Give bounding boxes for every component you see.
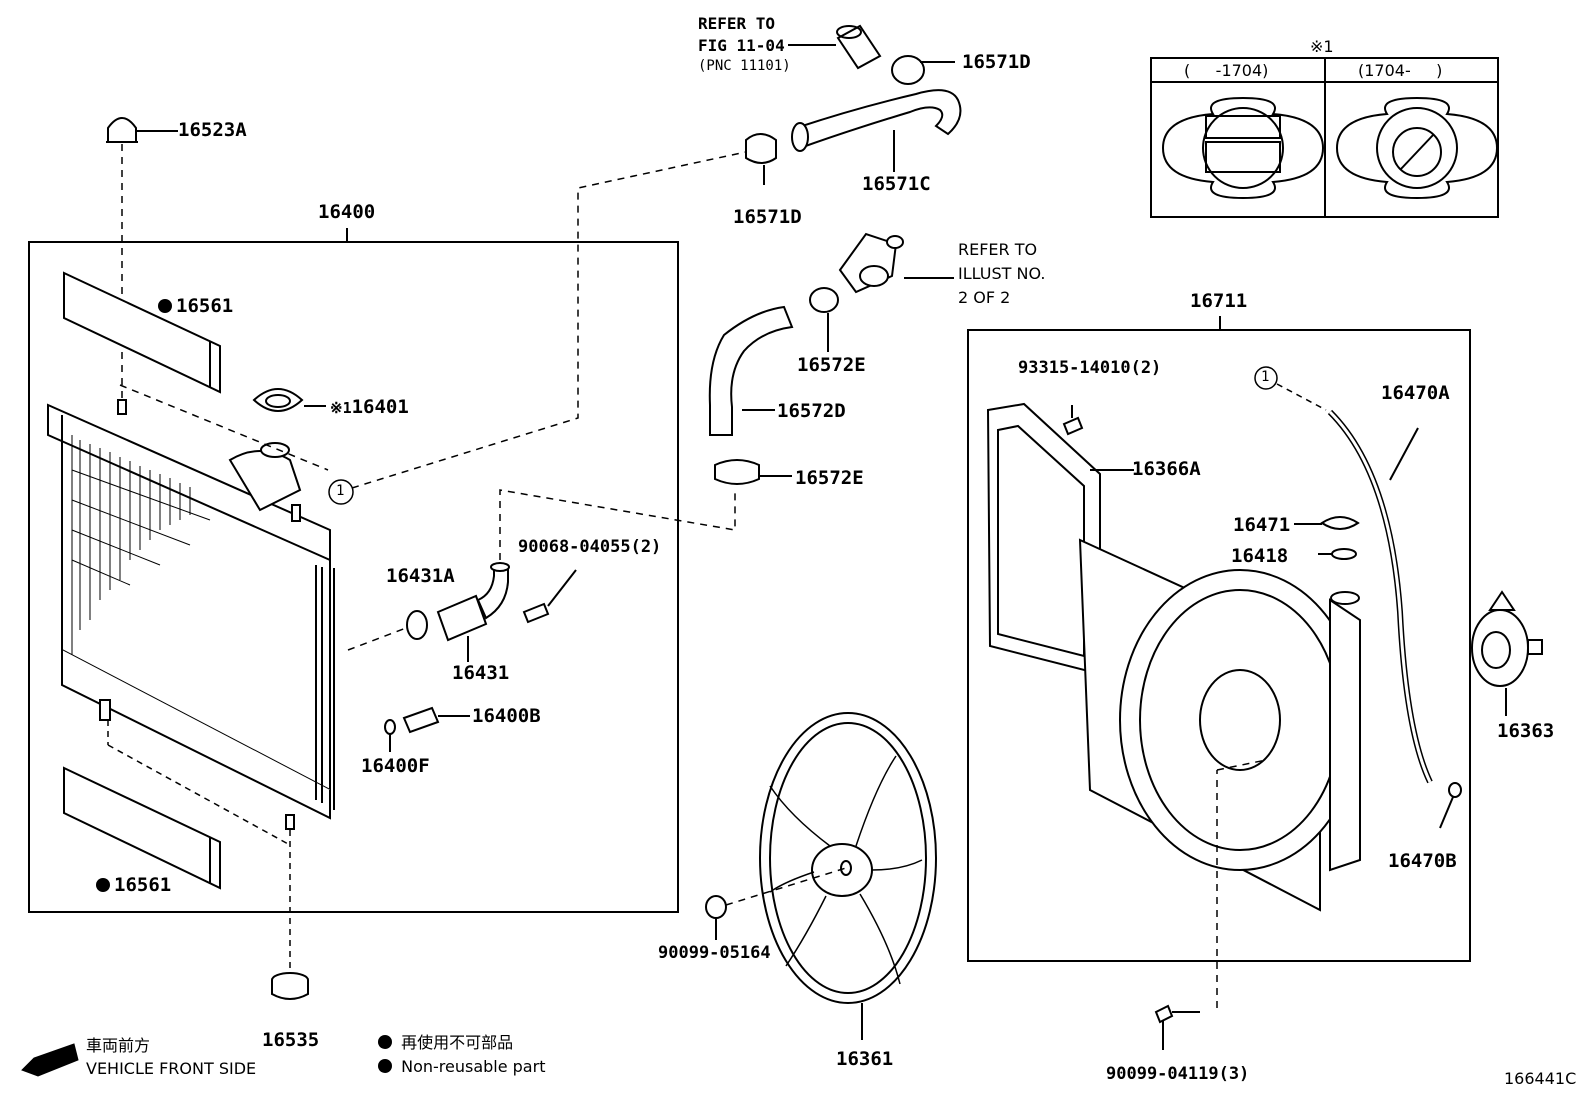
- radiator-cap-new-icon: [1335, 96, 1499, 200]
- clamp-16572E-top-icon: [809, 287, 839, 352]
- dash-16470A: [1276, 383, 1327, 411]
- legend-nonreuse-jp: 再使用不可部品: [378, 1032, 513, 1054]
- water-inlet-icon: [838, 232, 954, 294]
- nut-90099-05164-icon: [705, 895, 727, 940]
- label-16572D: 16572D: [777, 400, 846, 422]
- bolt-90099-04119-icon: [1154, 1004, 1200, 1050]
- hose-11101-icon: [836, 24, 882, 70]
- clamp-16571D-bottom-icon: [745, 133, 777, 185]
- label-16571C: 16571C: [862, 173, 931, 195]
- refer-fig-line3: (PNC 11101): [698, 58, 791, 74]
- refer-fig-line1: REFER TO: [698, 14, 776, 33]
- label-90099-05164: 90099-05164: [658, 943, 771, 963]
- label-93315: 93315-14010(2): [1018, 358, 1162, 378]
- label-16711: 16711: [1190, 290, 1248, 312]
- callout-marker-left: [328, 479, 354, 505]
- label-90068: 90068-04055(2): [518, 537, 662, 557]
- nonreusable-dot-icon: [96, 878, 110, 892]
- cap-16401-icon: [252, 388, 326, 412]
- label-16363: 16363: [1497, 720, 1555, 742]
- radiator-core-icon: [47, 399, 335, 830]
- cap-16471-icon: [1294, 516, 1360, 530]
- nonreusable-dot-icon: [158, 299, 172, 313]
- legend-nonreuse-en: Non-reusable part: [378, 1056, 545, 1078]
- callout-number-left: 1: [336, 483, 345, 499]
- label-16523A: 16523A: [178, 119, 247, 141]
- clamp-16571D-top-icon: [891, 55, 955, 85]
- bolt-93315-icon: [1062, 405, 1084, 436]
- dash-bottom-2: [107, 744, 291, 846]
- shroud-16711-icon: [1078, 538, 1361, 912]
- label-16418: 16418: [1231, 545, 1289, 567]
- motor-16363-icon: [1471, 590, 1543, 716]
- label-90099-04119: 90099-04119(3): [1106, 1064, 1250, 1084]
- bolt-90068-icon: [522, 569, 577, 624]
- label-16401: ※116401: [330, 396, 409, 418]
- label-16431: 16431: [452, 662, 510, 684]
- label-16561-bottom: 16561: [96, 876, 171, 895]
- inset-mark: ※1: [1310, 37, 1334, 56]
- label-16572E-top: 16572E: [797, 354, 866, 376]
- label-16431A: 16431A: [386, 565, 455, 587]
- clip-16470B-icon: [1439, 782, 1462, 829]
- refer-illust-line1: REFER TO: [958, 240, 1038, 259]
- label-16400B: 16400B: [472, 705, 541, 727]
- hose-16470A-icon: [1327, 409, 1433, 784]
- outlet-16431-icon: [436, 562, 510, 642]
- figure-code: 166441C: [1504, 1069, 1577, 1088]
- hose-16571C-icon: [791, 89, 962, 172]
- dash-upper-hose: [351, 149, 756, 489]
- label-16361: 16361: [836, 1048, 894, 1070]
- label-16366A: 16366A: [1132, 458, 1201, 480]
- cushion-16535-icon: [271, 972, 309, 1000]
- fan-16361-icon: [759, 712, 937, 1004]
- legend-front-en: VEHICLE FRONT SIDE: [86, 1059, 257, 1078]
- inset-right-header: (1704- ): [1358, 61, 1443, 80]
- dash-16431A: [347, 627, 407, 651]
- cap-16523A-icon: [106, 117, 178, 143]
- label-16535: 16535: [262, 1029, 320, 1051]
- label-16572E-bottom: 16572E: [795, 467, 864, 489]
- refer-fig-line2: FIG 11-04: [698, 36, 785, 55]
- dash-fan-nut: [725, 867, 847, 906]
- label-16571D-bottom: 16571D: [733, 206, 802, 228]
- clamp-16572E-bottom-icon: [714, 459, 792, 485]
- oring-16431A-icon: [406, 610, 428, 640]
- label-16571D-top: 16571D: [962, 51, 1031, 73]
- drain-16400B-icon: [402, 706, 470, 734]
- dash-lower-hose: [499, 489, 736, 560]
- seal-bottom-16561-icon: [63, 766, 221, 890]
- callout-number-right: 1: [1261, 369, 1270, 385]
- hose-16572D-icon: [708, 305, 794, 436]
- callout-marker-right: [1254, 366, 1278, 390]
- label-16400F: 16400F: [361, 755, 430, 777]
- label-16561-top: 16561: [158, 297, 233, 316]
- label-16400: 16400: [318, 201, 376, 223]
- label-16471: 16471: [1233, 514, 1291, 536]
- gasket-16418-icon: [1318, 548, 1357, 560]
- radiator-assembly-box: [28, 241, 679, 913]
- dash-16401: [119, 384, 329, 471]
- oring-16400F-icon: [384, 719, 396, 735]
- label-16470B: 16470B: [1388, 850, 1457, 872]
- legend-front-jp: 車両前方: [86, 1036, 151, 1055]
- refer-illust-line2: ILLUST NO.: [958, 264, 1046, 283]
- radiator-cap-old-icon: [1161, 96, 1325, 200]
- refer-illust-line3: 2 OF 2: [958, 288, 1011, 307]
- front-arrow-icon: [21, 1043, 79, 1077]
- seal-top-16561-icon: [63, 271, 221, 394]
- nonreusable-dot-icon: [378, 1059, 392, 1073]
- label-16470A: 16470A: [1381, 382, 1450, 404]
- nonreusable-dot-icon: [378, 1035, 392, 1049]
- inset-left-header: ( -1704): [1184, 61, 1269, 80]
- dash-90099-04119-2: [1216, 759, 1267, 771]
